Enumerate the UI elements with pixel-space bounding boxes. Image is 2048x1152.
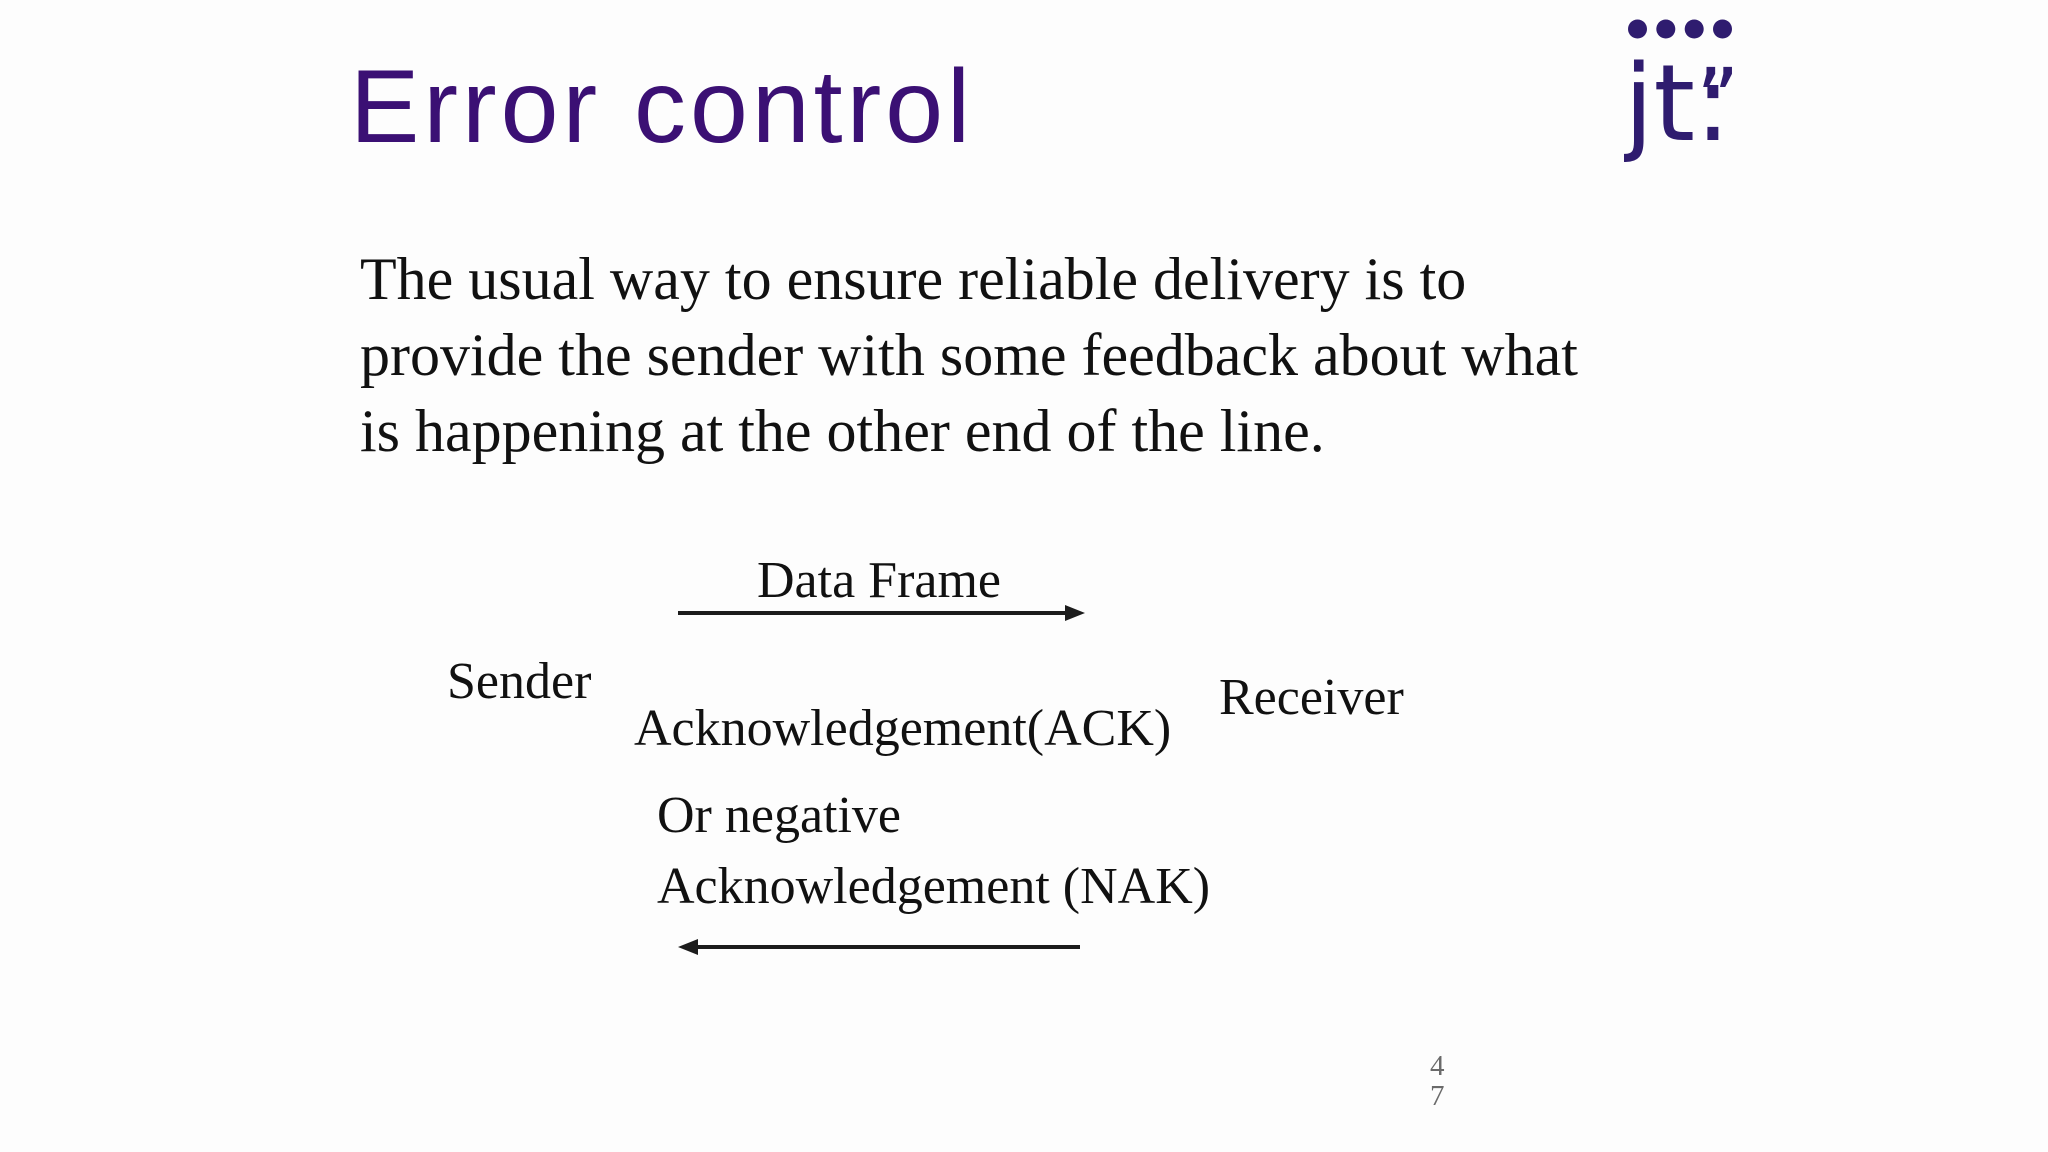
brand-logo: jt: ” (1624, 14, 1740, 170)
slide-title: Error control (350, 49, 975, 165)
body-line: provide the sender with some feedback ab… (360, 322, 1578, 388)
logo-quote-icon: ” (1696, 50, 1740, 148)
nak-label: Or negative Acknowledgement (NAK) (657, 780, 1210, 922)
logo-dot-icon (1628, 19, 1647, 39)
data-frame-label: Data Frame (757, 552, 1002, 609)
body-line: The usual way to ensure reliable deliver… (360, 246, 1467, 312)
arrow-head (678, 939, 698, 955)
nak-label-line: Acknowledgement (NAK) (657, 858, 1211, 915)
logo-dot-icon (1713, 19, 1732, 39)
nak-label-line: Or negative (657, 787, 902, 844)
arrow-shaft (678, 611, 1068, 615)
data-frame-arrow-icon (678, 605, 1085, 621)
nak-arrow-icon (678, 939, 1080, 955)
logo-dot-icon (1656, 19, 1676, 39)
logo-dot-icon (1684, 19, 1704, 39)
sender-label: Sender (447, 653, 592, 710)
arrow-shaft (695, 945, 1080, 949)
logo-text: jt: (1624, 42, 1731, 165)
body-paragraph: The usual way to ensure reliable deliver… (360, 241, 1578, 469)
arrow-head (1065, 605, 1085, 621)
receiver-label: Receiver (1219, 669, 1404, 726)
brand-logo-icon: jt: ” (1624, 19, 1740, 165)
page-number: 47 (1430, 1050, 1445, 1112)
body-line: is happening at the other end of the lin… (360, 398, 1325, 464)
ack-label: Acknowledgement(ACK) (634, 700, 1172, 757)
